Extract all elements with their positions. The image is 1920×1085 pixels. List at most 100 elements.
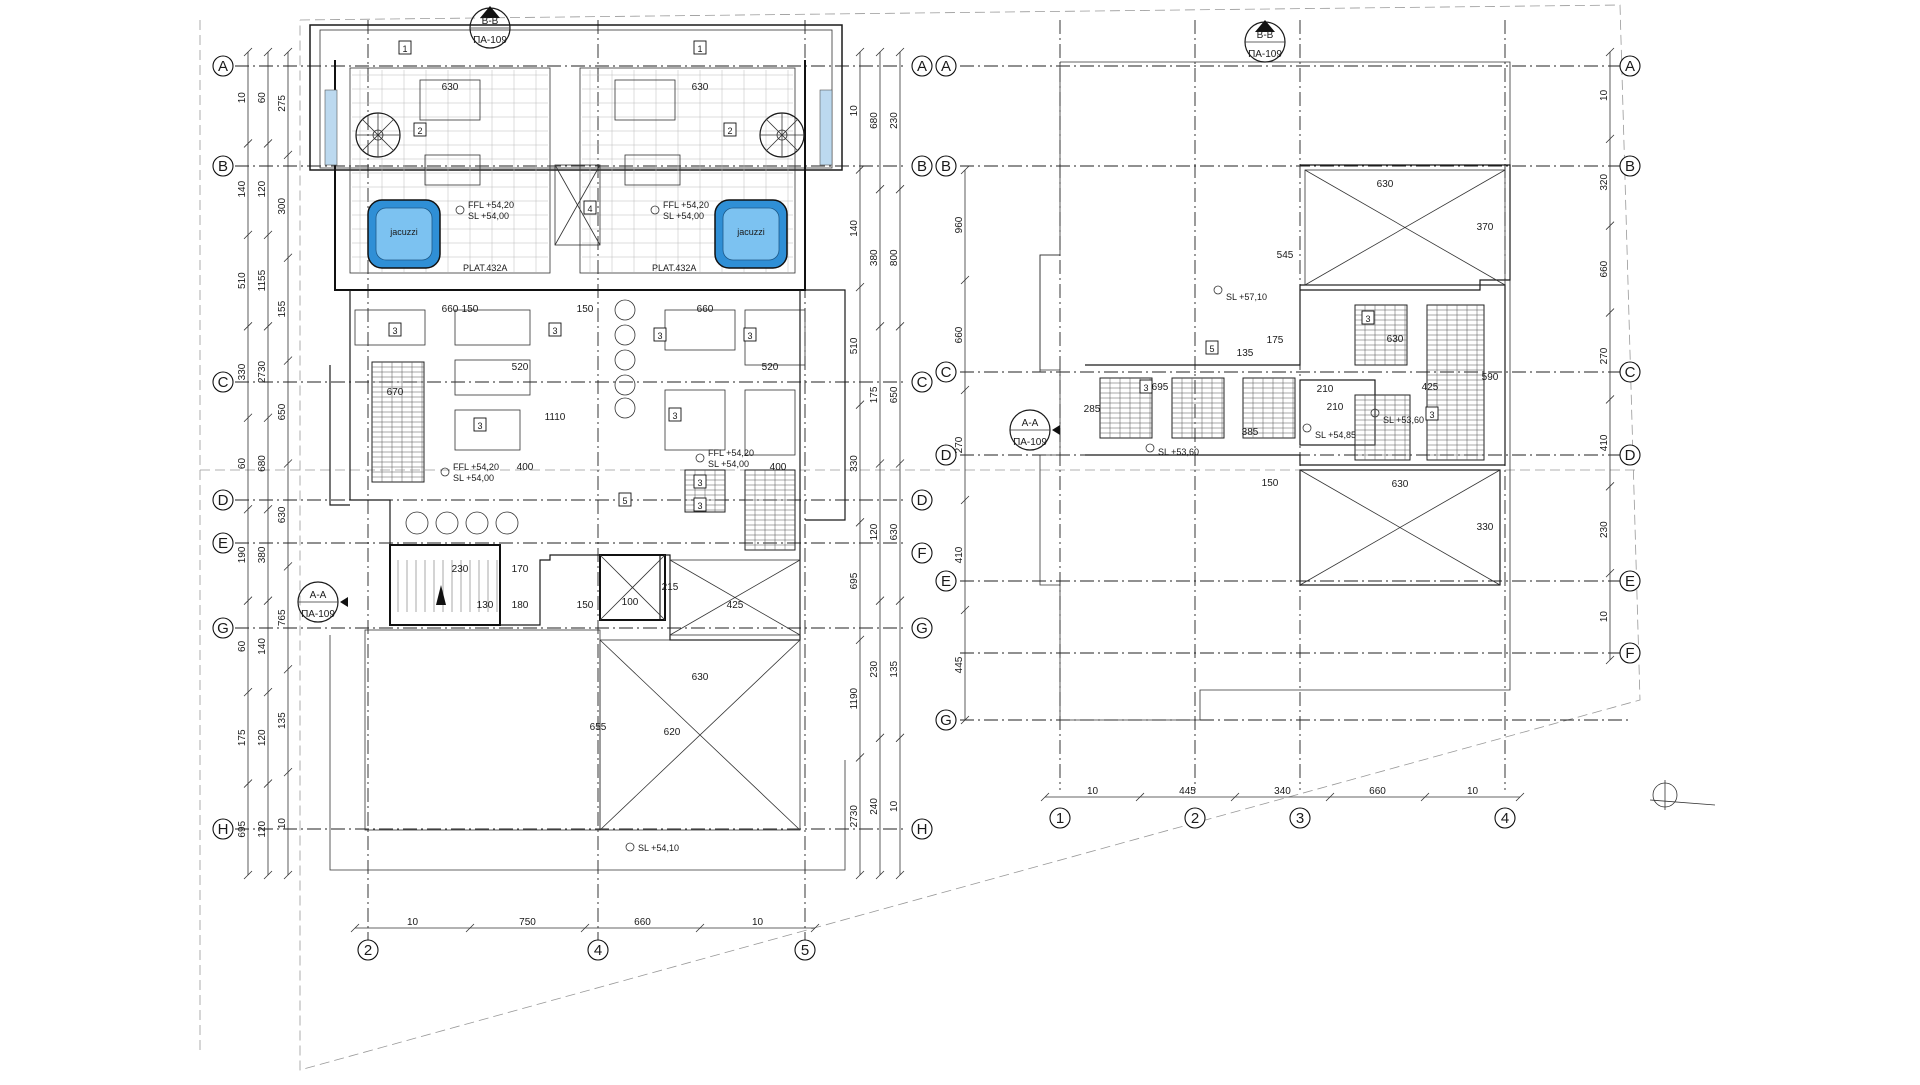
grid-bubble-roof-left-B: B [935, 155, 957, 177]
dim-right-a-value: 140 [849, 220, 860, 237]
hatched-furniture [371, 361, 796, 551]
grid-bubble-roof-left-B-label: B [941, 158, 951, 175]
level-ffl-2: FFL +54,20 [663, 200, 709, 210]
roof-unit-3 [1242, 377, 1296, 439]
grid-bubble-col-4-circle [587, 939, 609, 961]
dim-left-c-value: 275 [277, 95, 288, 112]
room-dimension: 150 [577, 600, 594, 611]
grid-bubble-left-D-circle [212, 489, 234, 511]
grid-bubble-roof-right-A-circle [1619, 55, 1641, 77]
dim-roof-right-value: 410 [1599, 434, 1610, 451]
plat-label-b: PLAT.432A [652, 263, 696, 273]
element-tag-label: 3 [1143, 383, 1148, 393]
dim-roof-right-value: 10 [1599, 611, 1610, 623]
grid-bubble-left-A: A [212, 55, 234, 77]
planter-right [819, 89, 833, 166]
grid-bubble-roof-left-D: D [935, 444, 957, 466]
grid-bubble-roof-left-G: G [935, 709, 957, 731]
room-dimension: 655 [590, 722, 607, 733]
grid-bubble-roof-left-E: E [935, 570, 957, 592]
jacuzzi-label-right: jacuzzi [736, 227, 765, 237]
level-ffl-3: FFL +54,20 [453, 462, 499, 472]
section-bb-ref-right: ПА-109 [1248, 49, 1282, 60]
dim-left-b-value: 380 [257, 546, 268, 563]
right-roof-plan: B-B ПА-109 A-A ПА-109 SL +57,10 SL +54,8… [960, 20, 1716, 810]
north-arrow-icon [1649, 780, 1716, 810]
section-marker-bb-left: B-B ПА-109 [469, 6, 511, 49]
hatched-block-bed-left [371, 361, 425, 483]
dim-left-c-value: 630 [277, 506, 288, 523]
dim-left-a-value: 140 [237, 180, 248, 197]
dim-left-c-value: 300 [277, 198, 288, 215]
dim-right-b-value: 240 [869, 798, 880, 815]
grid-bubble-roof-right-B-label: B [1625, 158, 1635, 175]
grid-bubble-roof-right-C: C [1619, 361, 1641, 383]
room-dimension: 630 [1387, 334, 1404, 345]
section-bb-label: B-B [482, 16, 499, 27]
element-tag: 1 [693, 40, 707, 55]
dim-left-a-value: 60 [237, 640, 248, 652]
grid-bubble-roof-right-D-circle [1619, 444, 1641, 466]
room-dimension: 630 [442, 82, 459, 93]
element-tag-label: 3 [747, 331, 752, 341]
dim-left-c-value: 155 [277, 300, 288, 317]
roof-unit-5 [1426, 304, 1485, 461]
dim-bottom-right-value: 10 [1087, 786, 1099, 797]
grid-bubble-roof-right-F: F [1619, 642, 1641, 664]
element-tag: 5 [618, 492, 632, 507]
grid-bubble-col-5: 5 [794, 939, 816, 961]
jacuzzi-right: jacuzzi [714, 199, 788, 269]
dim-bottom-left-value: 10 [752, 917, 764, 928]
room-dimension: 590 [1482, 372, 1499, 383]
dim-right-a-value: 10 [849, 105, 860, 117]
dim-left-b-value: 120 [257, 180, 268, 197]
grid-bubble-roof-left-B-circle [935, 155, 957, 177]
grid-bubble-mid-A-label: A [917, 58, 927, 75]
plat-label-a: PLAT.432A [463, 263, 507, 273]
dim-bottom-right-value: 445 [1179, 786, 1196, 797]
room-dimension: 630 [692, 672, 709, 683]
dim-left-b-value: 680 [257, 455, 268, 472]
void-areas-left [329, 559, 846, 871]
dim-right-a-value: 510 [849, 337, 860, 354]
roof-unit-2 [1171, 377, 1225, 439]
room-dimension: 175 [1267, 335, 1284, 346]
grid-bubble-roof-right-F-circle [1619, 642, 1641, 664]
dim-left-a-value: 330 [237, 363, 248, 380]
room-dimension: 630 [1377, 179, 1394, 190]
grid-bubble-left-H: H [212, 818, 234, 840]
element-tag: 4 [583, 200, 597, 215]
spiral-stair-right [759, 112, 805, 158]
dim-bottom-left-value: 10 [407, 917, 419, 928]
dim-left-c-value: 765 [277, 609, 288, 626]
dim-roof-right-value: 320 [1599, 174, 1610, 191]
level-sl-4: SL +54,00 [708, 459, 749, 469]
element-tag: 2 [413, 122, 427, 137]
room-dimension: 400 [770, 462, 787, 473]
jacuzzi-label-left: jacuzzi [389, 227, 418, 237]
grid-bubble-roof-left-C: C [935, 361, 957, 383]
grid-bubble-mid-G: G [911, 617, 933, 639]
grid-bubble-mid-F: F [911, 542, 933, 564]
section-bb-ref: ПА-109 [473, 35, 507, 46]
room-dimension: 630 [692, 82, 709, 93]
spiral-stair-left [355, 112, 401, 158]
element-tag: 1 [398, 40, 412, 55]
dim-right-b-value: 175 [869, 386, 880, 403]
grid-bubble-mid-D-label: D [917, 492, 928, 509]
level-sl-2: SL +54,00 [663, 211, 704, 221]
dim-left-b-value: 60 [257, 92, 268, 104]
dim-left-b-value: 140 [257, 638, 268, 655]
grid-bubble-mid-F-label: F [917, 545, 926, 562]
room-dimension: 545 [1277, 250, 1294, 261]
dim-roof-left-value: 960 [954, 216, 965, 233]
grid-bubble-mid-B-circle [911, 155, 933, 177]
room-dimension: 520 [512, 362, 529, 373]
